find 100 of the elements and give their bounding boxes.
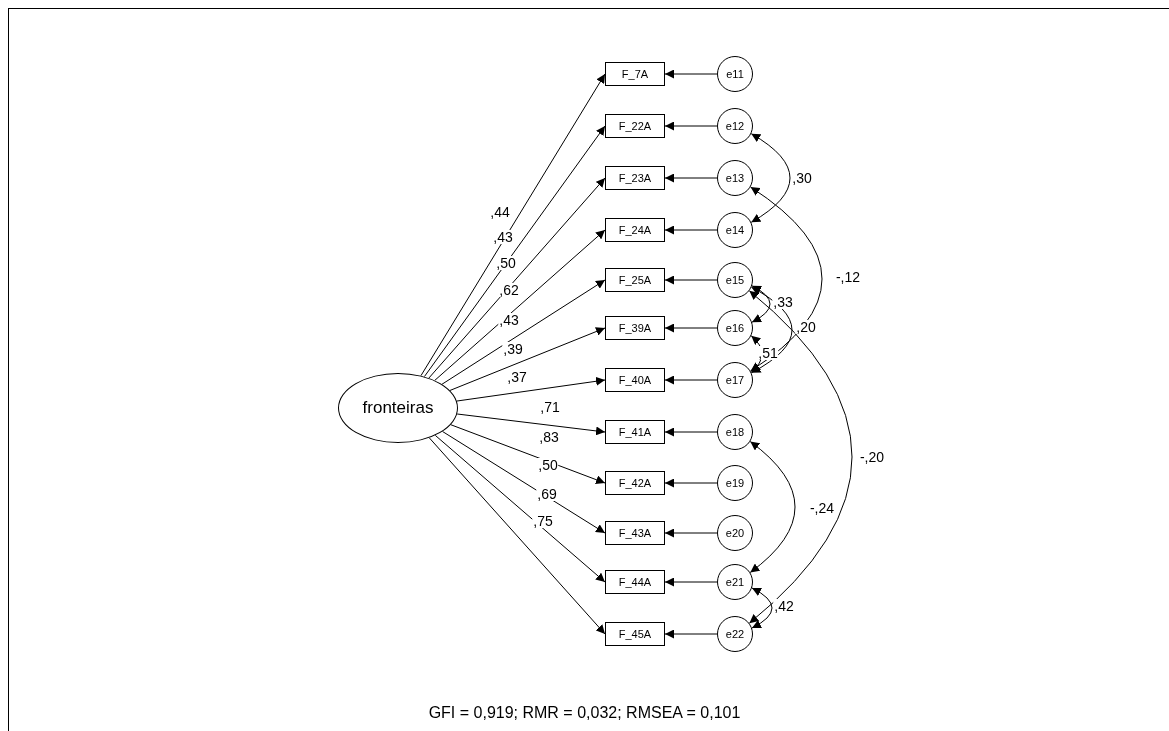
- edge-label: ,43: [492, 230, 514, 244]
- edge-label: ,42: [773, 599, 795, 613]
- edge-label: -,12: [834, 270, 862, 284]
- node-label: F_43A: [618, 527, 652, 539]
- observed-variable-box: [605, 570, 665, 594]
- node-label: F_22A: [618, 120, 652, 132]
- edge-label: ,37: [506, 370, 528, 384]
- error-term-circle: [717, 362, 753, 398]
- error-term-circle: [717, 262, 753, 298]
- node-label: e21: [725, 576, 745, 588]
- node-label: e18: [725, 426, 745, 438]
- covariance-arc: [750, 335, 763, 373]
- error-term-circle: [717, 56, 753, 92]
- latent-variable-ellipse: [338, 373, 458, 443]
- edge-label: ,33: [772, 295, 794, 309]
- node-label: e11: [726, 68, 744, 80]
- node-label: e19: [725, 477, 745, 489]
- observed-variable-box: [605, 316, 665, 340]
- observed-variable-box: [605, 218, 665, 242]
- node-label: F_45A: [618, 628, 652, 640]
- arrow: [434, 229, 606, 381]
- node-label: F_44A: [618, 576, 652, 588]
- node-label: F_23A: [618, 172, 652, 184]
- observed-variable-box: [605, 268, 665, 292]
- observed-variable-box: [605, 622, 665, 646]
- covariance-arc: [751, 285, 771, 323]
- arrow: [423, 125, 606, 378]
- edge-label: ,51: [757, 346, 779, 360]
- covariance-arc: [750, 186, 823, 372]
- edge-label: ,20: [795, 320, 817, 334]
- observed-variable-box: [605, 521, 665, 545]
- node-label: F_41A: [618, 426, 652, 438]
- caption: GFI = 0,919; RMR = 0,032; RMSEA = 0,101: [428, 704, 741, 721]
- edge-label: ,43: [498, 313, 520, 327]
- arrow: [664, 528, 718, 538]
- arrow: [456, 376, 606, 402]
- observed-variable-box: [605, 114, 665, 138]
- arrow: [420, 73, 606, 377]
- error-term-circle: [717, 212, 753, 248]
- edge-label: ,39: [502, 342, 524, 356]
- observed-variable-box: [605, 62, 665, 86]
- edge-label: -,20: [858, 450, 886, 464]
- arrow: [664, 577, 718, 587]
- error-term-circle: [717, 465, 753, 501]
- error-term-circle: [717, 564, 753, 600]
- edge-label: ,30: [791, 171, 813, 185]
- covariance-arc: [750, 133, 791, 223]
- observed-variable-box: [605, 420, 665, 444]
- node-label: e16: [725, 322, 745, 334]
- node-label: e20: [725, 527, 745, 539]
- edge-label: ,50: [537, 458, 559, 472]
- node-label: e14: [725, 224, 745, 236]
- node-label: F_7A: [621, 68, 649, 80]
- arrow: [441, 279, 606, 385]
- edge-label: ,50: [495, 256, 517, 270]
- observed-variable-box: [605, 166, 665, 190]
- arrow: [664, 69, 718, 79]
- error-term-circle: [717, 414, 753, 450]
- arrow: [664, 375, 718, 385]
- node-label: e15: [725, 274, 745, 286]
- node-label: F_24A: [618, 224, 652, 236]
- edge-label: ,75: [532, 514, 554, 528]
- arrow: [428, 177, 606, 379]
- node-label: F_25A: [618, 274, 652, 286]
- edge-label: ,83: [538, 430, 560, 444]
- node-label: F_42A: [618, 477, 652, 489]
- node-label: e12: [725, 120, 745, 132]
- arrow: [442, 430, 606, 534]
- arrow: [664, 427, 718, 437]
- node-label: e22: [725, 628, 745, 640]
- observed-variable-box: [605, 471, 665, 495]
- arrow: [456, 413, 606, 436]
- arrow: [664, 121, 718, 131]
- covariance-arc: [751, 587, 773, 629]
- edge-label: ,69: [536, 487, 558, 501]
- error-term-circle: [717, 616, 753, 652]
- arrow: [664, 173, 718, 183]
- node-label: fronteiras: [362, 398, 434, 418]
- arrow: [434, 434, 606, 583]
- node-label: F_40A: [618, 374, 652, 386]
- node-label: F_39A: [618, 322, 652, 334]
- error-term-circle: [717, 310, 753, 346]
- error-term-circle: [717, 160, 753, 196]
- edge-label: ,71: [539, 400, 561, 414]
- edge-label: ,44: [489, 205, 511, 219]
- node-label: e17: [725, 374, 745, 386]
- edge-label: ,62: [498, 283, 520, 297]
- edge-label: -,24: [808, 501, 836, 515]
- arrow: [428, 437, 606, 635]
- error-term-circle: [717, 515, 753, 551]
- arrow: [664, 478, 718, 488]
- covariance-arc: [751, 286, 793, 374]
- error-term-circle: [717, 108, 753, 144]
- arrow: [664, 225, 718, 235]
- observed-variable-box: [605, 368, 665, 392]
- covariance-arc: [748, 290, 853, 624]
- arrow: [664, 323, 718, 333]
- node-label: e13: [725, 172, 745, 184]
- arrow: [664, 275, 718, 285]
- covariance-arc: [749, 441, 796, 573]
